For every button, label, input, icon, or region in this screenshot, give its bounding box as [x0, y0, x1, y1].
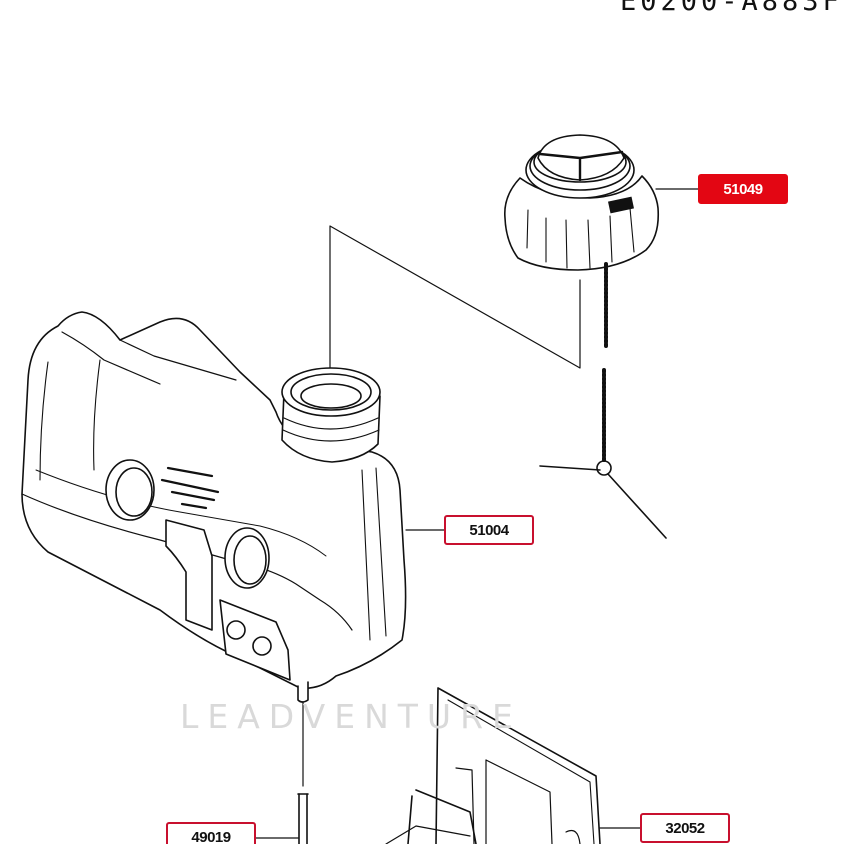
callout-32052[interactable]: 32052: [640, 813, 730, 843]
fuel-cap-part: [503, 134, 667, 539]
callout-49019[interactable]: 49019: [166, 822, 256, 844]
watermark-text: LEADVENTURE: [180, 697, 522, 736]
callout-51049[interactable]: 51049: [698, 174, 788, 204]
fuel-line-part: [297, 701, 309, 844]
callout-51004[interactable]: 51004: [444, 515, 534, 545]
assembly-leader-line: [329, 225, 581, 369]
diagram-code: E0200-A883F: [620, 0, 843, 17]
callout-leaders: [255, 188, 699, 839]
fuel-tank-part: [21, 311, 407, 703]
bracket-part: [385, 687, 601, 844]
